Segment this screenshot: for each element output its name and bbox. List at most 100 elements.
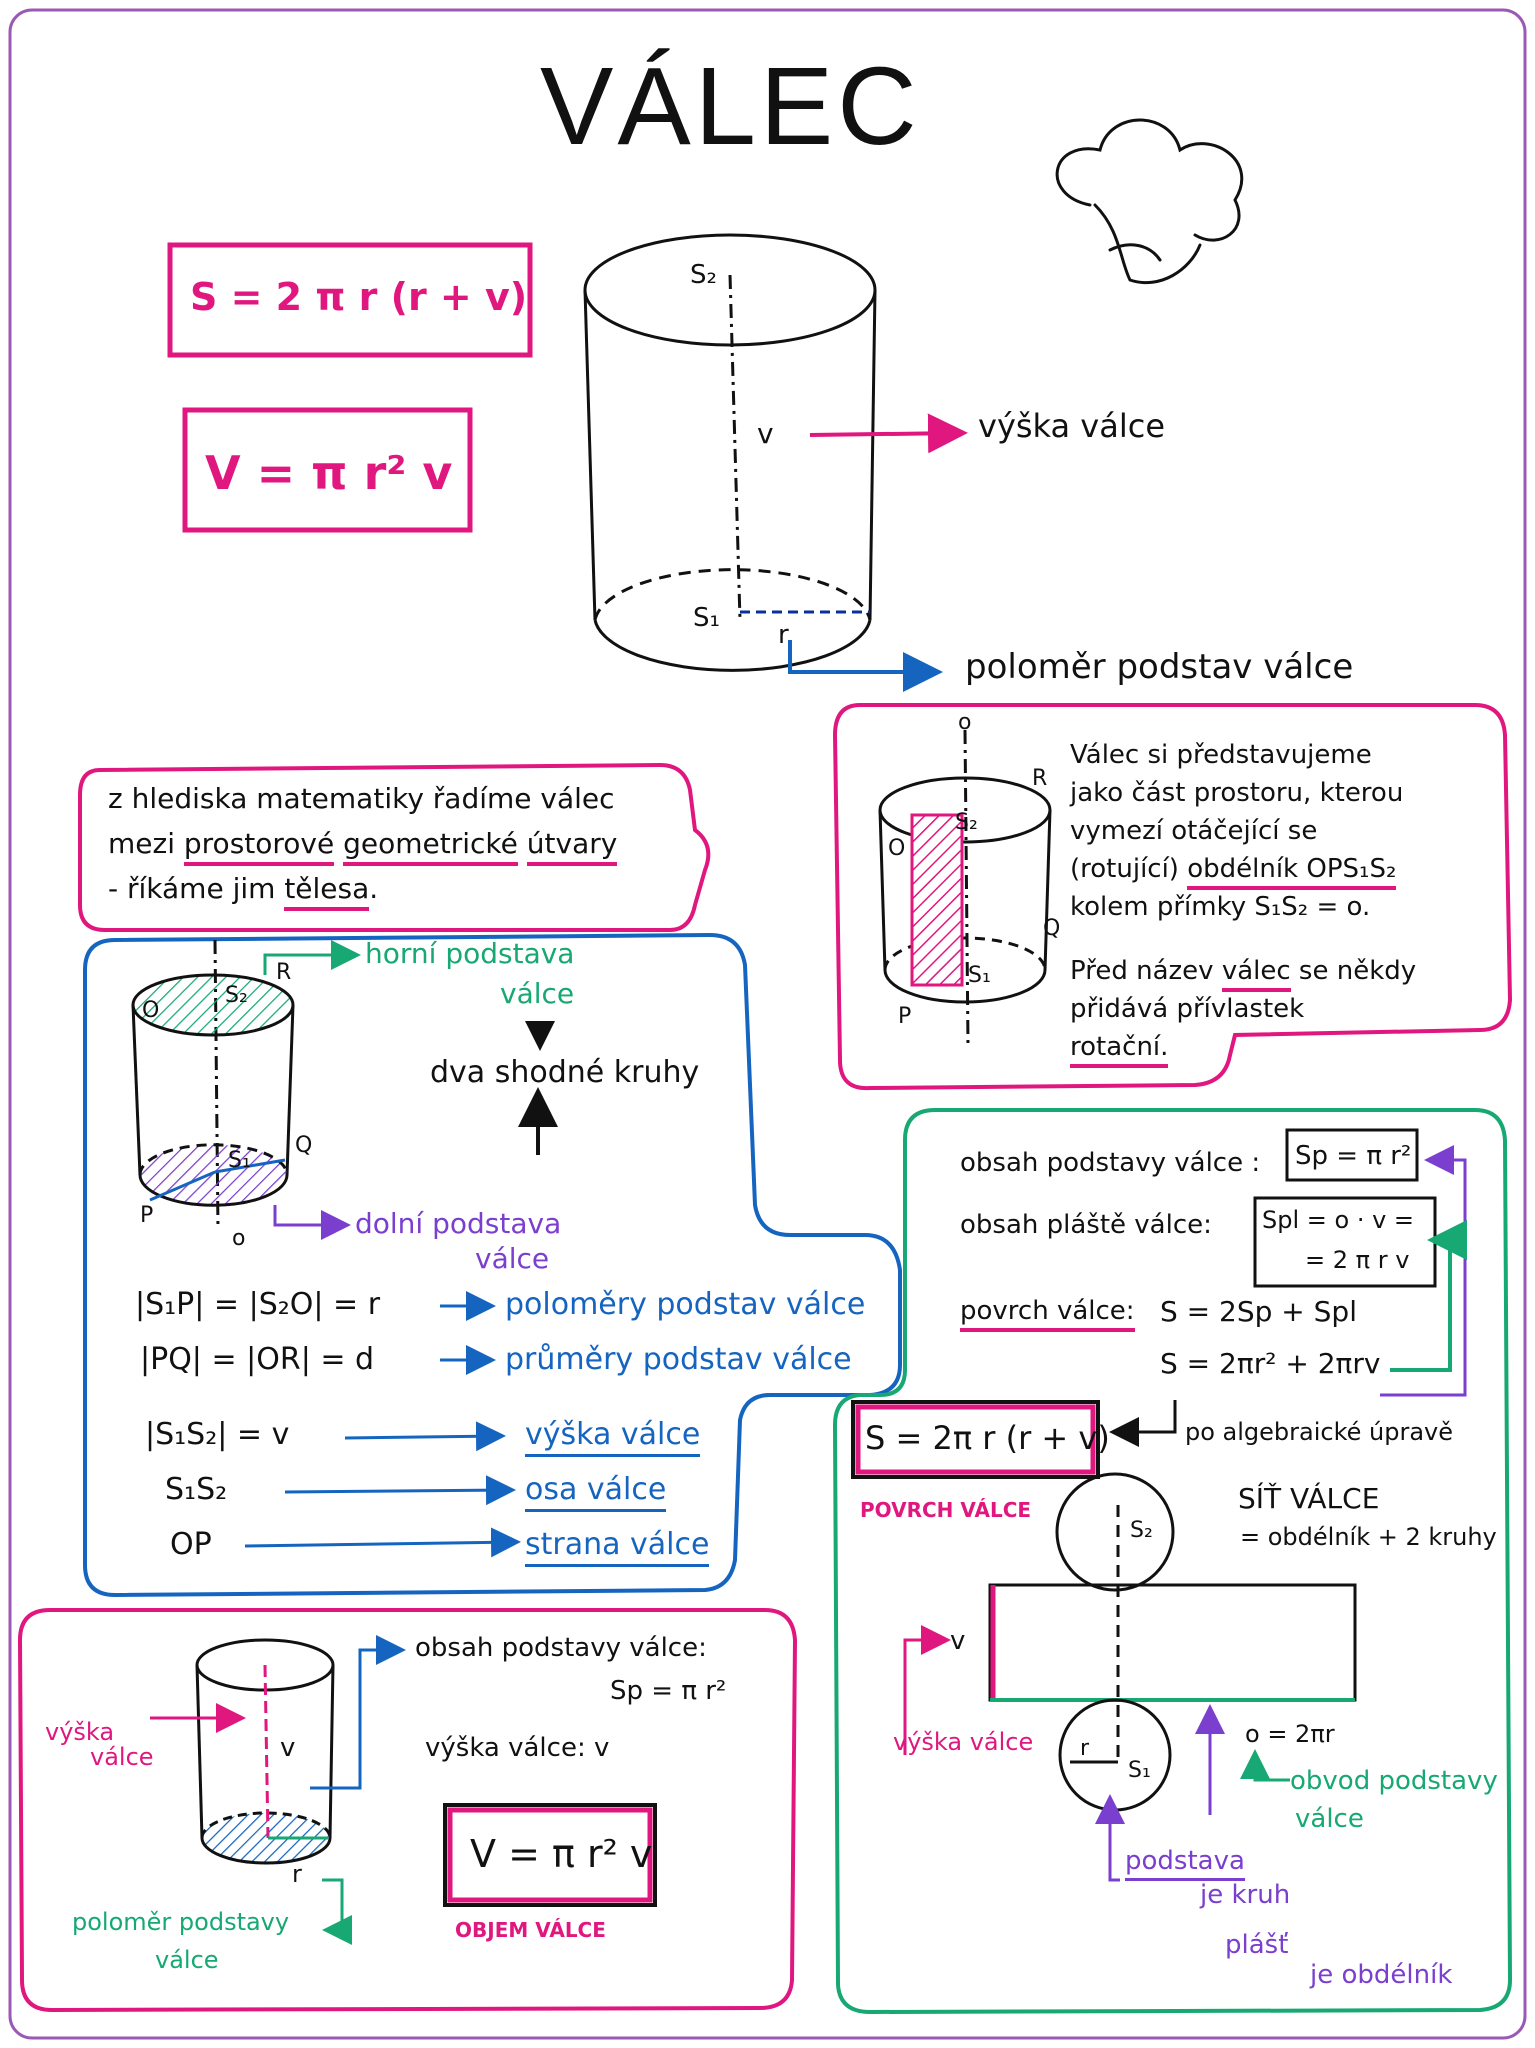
element-left: |S₁S₂| = v: [145, 1417, 290, 1452]
mantle-value-2: = 2 π r v: [1305, 1246, 1410, 1274]
element-right-text: strana válce: [525, 1527, 710, 1567]
surface-step-1: S = 2Sp + Spl: [1160, 1295, 1357, 1328]
element-left: |S₁P| = |S₂O| = r: [135, 1287, 381, 1322]
volume-formula: V = π r² v: [205, 446, 453, 500]
intro-text: geometrické: [343, 827, 518, 866]
intro-text: .: [369, 872, 379, 905]
intro-text: tělesa: [284, 872, 370, 911]
volume-radius-label: poloměr podstavy: [72, 1908, 290, 1936]
intro-line-1: z hlediska matematiky řadíme válec: [108, 782, 615, 815]
base-is-circle: podstava: [1125, 1846, 1245, 1881]
bottom-base-label: dolní podstava: [355, 1207, 562, 1240]
base-area-value: Sp = π r²: [1295, 1141, 1412, 1171]
element-left: S₁S₂: [165, 1472, 228, 1507]
chef-hat-icon: [1055, 118, 1244, 285]
net-v-label: v: [950, 1626, 966, 1656]
rotation-text-1: Válec si představujeme: [1070, 740, 1372, 770]
rot-s2-label: S₂: [955, 810, 978, 835]
intro-line-3: - říkáme jim tělesa.: [108, 872, 379, 911]
surface-step-2: S = 2πr² + 2πrv: [1160, 1347, 1381, 1380]
intro-line-2: mezi prostorové geometrické útvary: [108, 827, 618, 866]
surface-result: S = 2π r (r + v): [865, 1419, 1110, 1457]
element-right-text: výška válce: [525, 1417, 701, 1457]
mantle-is-rectangle-2: je obdélník: [1310, 1960, 1453, 1990]
surface-formula: S = 2 π r (r + v): [190, 275, 528, 319]
bases-q-label: Q: [295, 1133, 313, 1158]
rot-s1-label: S₁: [968, 963, 991, 988]
rotation-text: se někdy: [1290, 956, 1417, 986]
volume-result: V = π r² v: [470, 1832, 653, 1876]
main-s1-label: S₁: [693, 603, 720, 633]
main-cylinder: [583, 233, 877, 672]
mantle-is-rectangle: plášť: [1225, 1930, 1289, 1960]
surface-label-text: povrch válce:: [960, 1296, 1135, 1332]
rotation-text-8: rotační.: [1070, 1032, 1169, 1068]
surface-label: povrch válce:: [960, 1296, 1135, 1332]
main-r-label: r: [778, 620, 789, 650]
net-s2-label: S₂: [1130, 1518, 1153, 1543]
rotation-text: obdélník OPS₁S₂: [1187, 854, 1397, 890]
volume-height-label-2: válce: [90, 1743, 154, 1771]
main-v-label: v: [757, 417, 774, 450]
bases-r-label: R: [276, 960, 292, 985]
rotation-text-3: vymezí otáčející se: [1070, 816, 1318, 846]
intro-text: mezi: [108, 827, 184, 860]
intro-text: - říkáme jim: [108, 872, 285, 905]
mantle-value-1: Spl = o · v =: [1262, 1206, 1415, 1234]
algebraic-note: po algebraické úpravě: [1185, 1418, 1454, 1446]
rot-r-label: R: [1032, 766, 1048, 791]
rotation-text-6: Před název válec se někdy: [1070, 956, 1417, 992]
rotation-text-7: přidává přívlastek: [1070, 994, 1305, 1024]
intro-text: prostorové: [183, 827, 335, 866]
main-s2-label: S₂: [690, 260, 717, 290]
circumference-label: obvod podstavy: [1290, 1766, 1498, 1796]
volume-height-label: výška: [45, 1718, 115, 1746]
intro-text: [334, 827, 343, 860]
top-base-label-2: válce: [500, 977, 575, 1010]
bases-cylinder: [131, 939, 295, 1231]
net-subtitle: = obdélník + 2 kruhy: [1240, 1523, 1497, 1551]
element-right: průměry podstav válce: [505, 1342, 852, 1377]
rotation-text-2: jako část prostoru, kterou: [1070, 778, 1404, 808]
element-right: osa válce: [525, 1472, 667, 1512]
element-right-text: osa válce: [525, 1472, 667, 1512]
element-left: |PQ| = |OR| = d: [140, 1342, 375, 1377]
volume-r-label: r: [292, 1860, 302, 1888]
two-circles-label: dva shodné kruhy: [430, 1055, 700, 1090]
element-right: výška válce: [525, 1417, 701, 1457]
circumference-label-2: válce: [1295, 1804, 1364, 1834]
cylinder-net: [988, 1472, 1357, 1812]
net-circumference: o = 2πr: [1245, 1720, 1335, 1748]
volume-caption: OBJEM VÁLCE: [455, 1918, 606, 1942]
base-is-circle-text: podstava: [1125, 1846, 1245, 1881]
element-left: OP: [170, 1527, 212, 1562]
rotation-text-4: (rotující) obdélník OPS₁S₂: [1070, 854, 1397, 890]
rot-q-label: Q: [1043, 916, 1061, 941]
rotation-text-5: kolem přímky S₁S₂ = o.: [1070, 892, 1371, 922]
rot-axis-label: o: [958, 710, 972, 735]
net-s1-label: S₁: [1128, 1758, 1151, 1783]
height-label: výška válce: [978, 407, 1166, 445]
rotation-text: rotační.: [1070, 1032, 1169, 1068]
element-right: poloměry podstav válce: [505, 1287, 866, 1322]
intro-text: útvary: [526, 827, 618, 866]
surface-caption: POVRCH VÁLCE: [860, 1498, 1032, 1522]
net-height-label: výška válce: [893, 1728, 1034, 1756]
bases-s2-label: S₂: [225, 983, 248, 1008]
bases-axis-label: o: [232, 1226, 246, 1251]
rotation-text: Před název: [1070, 956, 1222, 986]
volume-height-value: výška válce: v: [425, 1733, 610, 1763]
top-base-label: horní podstava: [365, 937, 575, 970]
bases-p-label: P: [140, 1203, 154, 1228]
mantle-label: obsah pláště válce:: [960, 1210, 1212, 1240]
base-is-circle-2: je kruh: [1200, 1880, 1291, 1910]
rotation-text: (rotující): [1070, 854, 1188, 884]
volume-radius-label-2: válce: [155, 1946, 219, 1974]
bottom-base-label-2: válce: [475, 1242, 550, 1275]
volume-cylinder: [195, 1638, 335, 1865]
intro-text: [518, 827, 527, 860]
bases-s1-label: S₁: [228, 1148, 251, 1173]
rotation-cylinder: [878, 729, 1052, 1046]
